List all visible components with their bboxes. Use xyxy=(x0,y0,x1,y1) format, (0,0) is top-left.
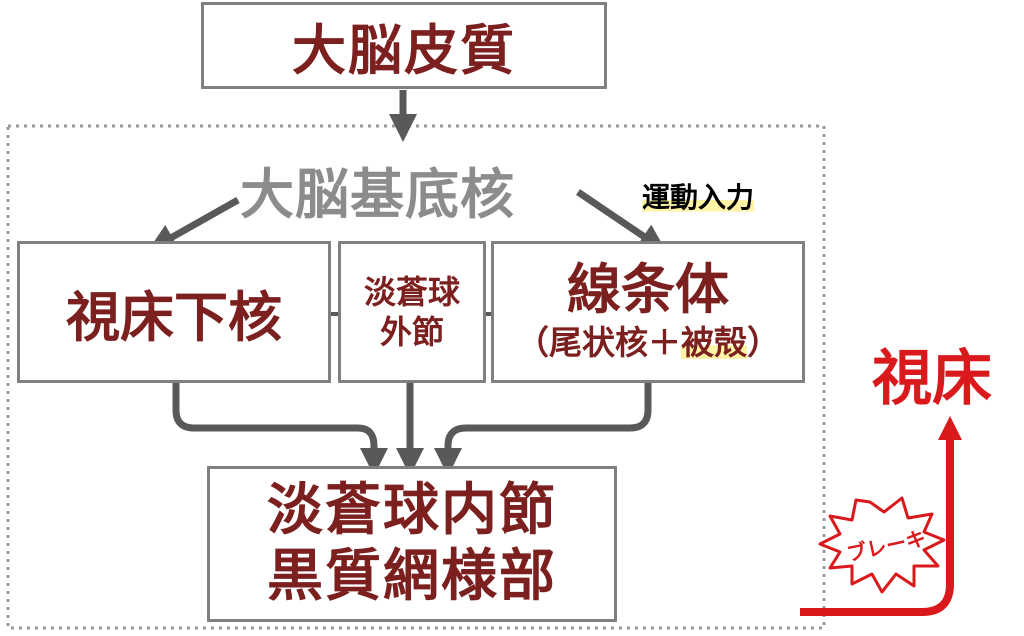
arrow-to-striatum xyxy=(576,189,667,252)
gpe-box: 淡蒼球 外節 xyxy=(338,241,486,383)
arrow-striatum-to-output xyxy=(434,382,652,476)
thalamus-label: 視床 xyxy=(872,344,992,414)
basal-ganglia-label: 大脳基底核 xyxy=(240,163,515,226)
arrow-to-subthalamic xyxy=(147,196,240,251)
cortex-label: 大脳皮質 xyxy=(292,19,516,82)
output-line2: 黒質網様部 xyxy=(267,544,557,609)
output-line1: 淡蒼球内節 xyxy=(267,478,557,543)
gpe-line2: 外節 xyxy=(379,313,444,351)
red-arrow-to-thalamus xyxy=(800,416,962,616)
putamen-highlight: 被殻 xyxy=(681,323,747,362)
striatum-sublabel: （尾状核＋被殻） xyxy=(516,323,780,362)
gpe-line1: 淡蒼球 xyxy=(363,273,460,311)
striatum-box: 線条体 （尾状核＋被殻） xyxy=(491,241,805,383)
motor-input-label: 運動入力 xyxy=(642,181,755,214)
subthalamic-label: 視床下核 xyxy=(66,285,282,349)
cortex-box: 大脳皮質 xyxy=(201,2,607,89)
brake-starburst xyxy=(818,496,946,594)
subthalamic-box: 視床下核 xyxy=(17,241,331,383)
output-box: 淡蒼球内節 黒質網様部 xyxy=(207,466,617,622)
arrow-subthalamic-to-output xyxy=(172,382,388,476)
striatum-label: 線条体 xyxy=(567,258,729,321)
